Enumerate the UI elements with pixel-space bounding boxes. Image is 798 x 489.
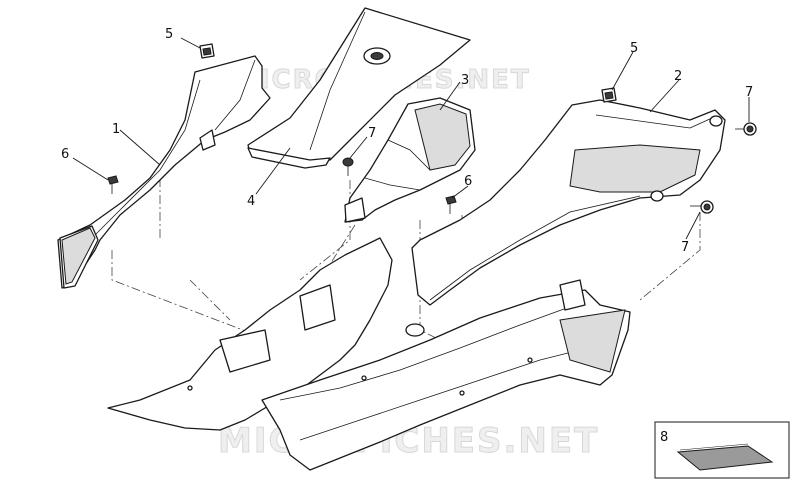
callout-7-right-lower: 7: [681, 240, 689, 255]
callout-4: 4: [247, 194, 255, 209]
callout-7-right-top: 7: [745, 85, 753, 100]
part-2-right-side-panel[interactable]: [411, 99, 726, 306]
screw-7-center-icon[interactable]: [342, 157, 354, 176]
part-3-bracket[interactable]: [344, 97, 476, 223]
callout-5-left: 5: [165, 27, 173, 42]
leader-lines: [72, 37, 750, 240]
callout-5-right: 5: [630, 41, 638, 56]
screw-7-right-top-icon[interactable]: [735, 122, 757, 136]
screw-6-left-icon[interactable]: [107, 175, 119, 194]
callout-3: 3: [461, 73, 469, 88]
screw-7-right-lower-icon[interactable]: [690, 200, 714, 214]
clip-5-left-icon[interactable]: [199, 43, 215, 59]
part-8-inset-box[interactable]: 8: [654, 421, 790, 479]
screw-6-right-icon[interactable]: [445, 195, 457, 214]
callout-7-center: 7: [368, 126, 376, 141]
pad-8-icon: [676, 445, 774, 471]
callout-6-left: 6: [61, 147, 69, 162]
part-4-tunnel-cover[interactable]: [247, 7, 471, 169]
part-1-left-side-panel[interactable]: [57, 55, 271, 289]
callout-6-right: 6: [464, 174, 472, 189]
callout-8: 8: [660, 430, 668, 445]
callout-2: 2: [674, 69, 682, 84]
callout-1: 1: [112, 122, 120, 137]
lower-frame-floor-panel[interactable]: [107, 237, 631, 471]
clip-5-right-icon[interactable]: [601, 87, 617, 103]
